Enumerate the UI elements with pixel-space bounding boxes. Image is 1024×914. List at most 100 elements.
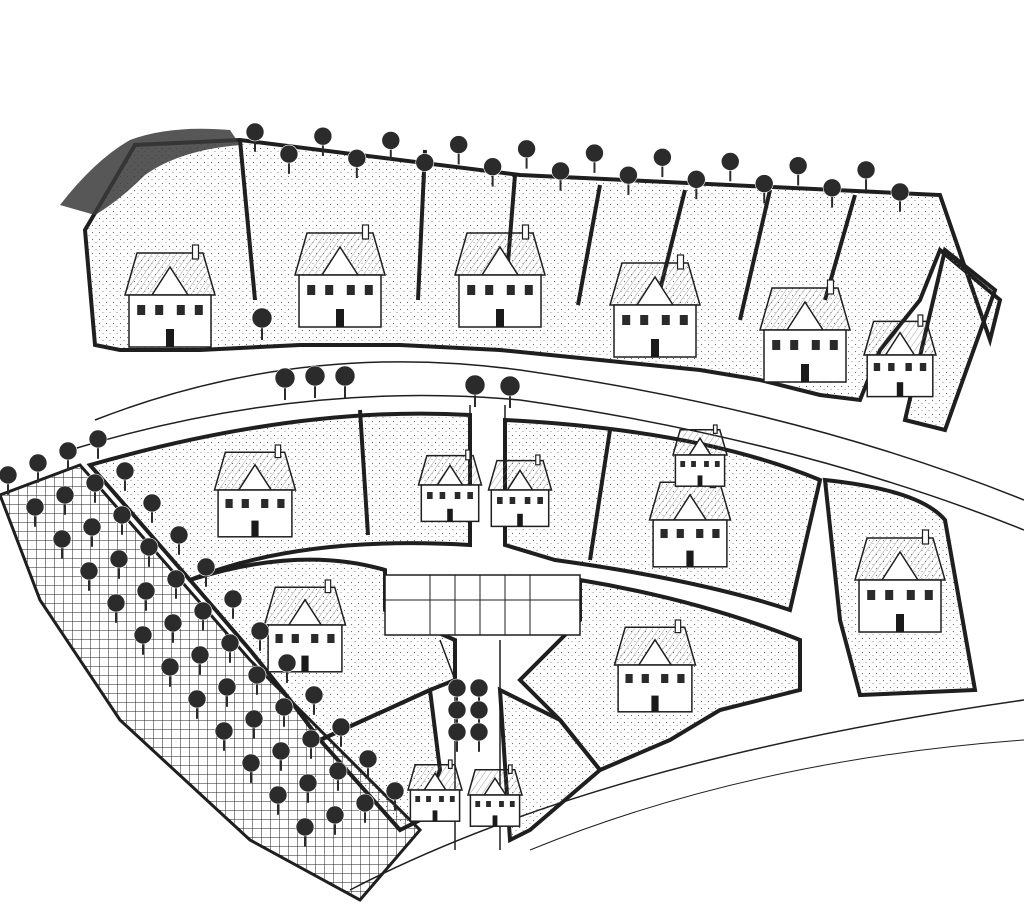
house-window	[439, 492, 446, 499]
tree-crown	[88, 429, 108, 449]
house	[213, 444, 297, 538]
house-window	[311, 634, 319, 643]
tree-crown	[220, 633, 240, 653]
tree-crown	[52, 529, 72, 549]
tree-avenue	[385, 781, 405, 811]
tree-crown	[133, 625, 153, 645]
tree-crown	[298, 773, 318, 793]
house-window	[506, 285, 515, 295]
tree-avenue	[271, 741, 291, 771]
hedge-mass	[60, 128, 240, 215]
tree-avenue	[52, 529, 72, 559]
north-lot-line-6	[738, 189, 772, 321]
house	[294, 224, 386, 328]
house-window	[660, 529, 668, 538]
tree-crown	[687, 170, 706, 189]
house-door	[496, 309, 504, 327]
house-chimney	[465, 449, 471, 461]
tree-crown	[58, 441, 78, 461]
avenue-grove	[0, 463, 423, 902]
house-door	[251, 520, 259, 537]
tree-crown	[328, 761, 348, 781]
house-window	[691, 461, 696, 467]
tree-north-boundary	[449, 135, 468, 165]
house-window	[155, 305, 164, 315]
middle-lot-line-2	[588, 429, 612, 561]
tree-avenue	[250, 621, 270, 651]
tree-avenue	[190, 645, 210, 675]
tree-crown	[355, 793, 375, 813]
house-window	[888, 363, 895, 371]
house-window	[712, 529, 720, 538]
tree-crown	[109, 549, 129, 569]
house-window	[307, 285, 316, 295]
tree-crown	[214, 721, 234, 741]
tree-street	[274, 367, 296, 400]
house	[609, 254, 701, 358]
tree-crown	[447, 700, 467, 720]
house-window	[906, 590, 915, 600]
house-window	[661, 674, 669, 683]
tree-avenue	[85, 473, 105, 503]
tree-crown	[223, 589, 243, 609]
tree-crown	[469, 722, 489, 742]
tree-avenue	[328, 761, 348, 791]
house-door	[896, 614, 904, 632]
tree-avenue	[241, 753, 261, 783]
tree-avenue	[355, 793, 375, 823]
house-door	[896, 382, 904, 397]
tree-crown	[464, 374, 486, 396]
tree-avenue	[136, 581, 156, 611]
tree-crown	[245, 122, 265, 142]
house-chimney	[676, 254, 685, 270]
grid-paving	[0, 463, 423, 902]
tree-avenue	[82, 517, 102, 547]
house-window	[291, 634, 299, 643]
tree-north-boundary	[483, 157, 502, 187]
house-chimney	[674, 619, 682, 634]
house-window	[509, 497, 516, 504]
north-lot-line-4	[576, 184, 602, 306]
tree-avenue	[295, 817, 315, 847]
tree-crown	[274, 367, 296, 389]
house	[124, 244, 216, 348]
tree-court-entry	[469, 678, 489, 708]
tree-crown	[469, 678, 489, 698]
tree-crown	[163, 613, 183, 633]
tree-crown	[788, 156, 808, 175]
tree-crown	[274, 697, 294, 717]
house-walls	[763, 329, 847, 383]
tree-avenue	[220, 633, 240, 663]
house-chimney	[535, 454, 541, 466]
court-paving-joints	[429, 575, 531, 635]
tree-crown	[277, 653, 297, 673]
curved-street	[69, 361, 1024, 531]
tree-north-boundary	[585, 143, 604, 173]
tree-crown	[112, 505, 132, 525]
house-door	[336, 309, 344, 327]
house-chimney	[921, 529, 930, 545]
house-window	[325, 285, 334, 295]
house-window	[537, 497, 543, 504]
tree-avenue	[115, 461, 135, 491]
tree-crown	[754, 174, 774, 193]
house	[854, 529, 946, 633]
house-window	[439, 796, 444, 802]
tree-avenue	[325, 805, 345, 835]
tree-crown	[304, 685, 324, 705]
house	[672, 424, 728, 487]
house-window	[873, 363, 881, 371]
tree-crown	[247, 665, 267, 685]
house-window	[485, 285, 494, 295]
tree-north-boundary	[720, 152, 740, 182]
tree-crown	[271, 741, 291, 761]
house-window	[449, 796, 455, 802]
house-window	[364, 285, 373, 295]
tree-avenue	[187, 689, 207, 719]
tree-crown	[313, 126, 333, 146]
tree-crown	[295, 817, 315, 837]
house-chimney	[191, 244, 200, 260]
tree-avenue	[79, 561, 99, 591]
tree-avenue	[169, 525, 189, 555]
